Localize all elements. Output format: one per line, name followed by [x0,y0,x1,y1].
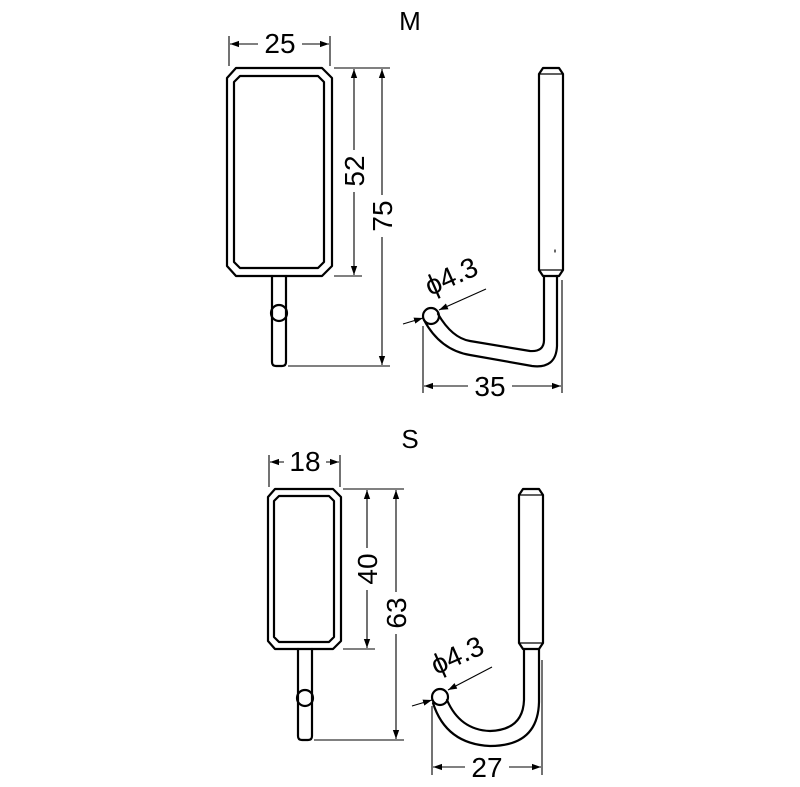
s-hook-curve [445,647,526,733]
s-hook-stem [296,647,314,742]
m-plate-outline [225,66,334,278]
size-m-group: M 25 52 [225,6,565,402]
m-side-plate [537,66,565,278]
s-total-height-dimension: 63 [314,488,412,741]
size-s-group: S 18 40 [266,424,545,783]
size-m-front-view [225,66,334,368]
s-plate-inner [272,494,336,644]
m-projection-value: 35 [474,371,505,402]
m-width-dimension: 25 [228,28,331,66]
m-width-value: 25 [264,28,295,59]
size-s-label: S [401,424,418,454]
s-width-value: 18 [289,446,320,477]
size-m-label: M [399,6,421,36]
m-inner-height-value: 52 [339,155,370,186]
size-m-side-view [421,66,565,368]
size-s-front-view [266,487,343,742]
m-hook-curve [436,274,546,353]
s-inner-height-value: 40 [352,553,383,584]
s-projection-dimension: 27 [431,660,543,783]
s-total-height-value: 63 [381,597,412,628]
m-projection-dimension: 35 [422,280,563,402]
size-s-side-view [430,487,545,748]
m-inner-height-dimension: 52 [334,67,370,277]
s-projection-value: 27 [471,752,502,783]
m-total-height-value: 75 [367,200,398,231]
s-hook-knob [295,688,315,708]
m-hook-knob [269,303,289,323]
m-plate-inner [232,74,326,270]
s-diameter-value: ϕ4.3 [426,630,488,681]
m-diameter-value: ϕ4.3 [420,251,482,302]
m-total-height-dimension: 75 [288,67,398,367]
s-inner-height-dimension: 40 [343,488,383,650]
s-diameter-callout: ϕ4.3 [411,630,493,707]
s-side-plate [517,487,545,651]
m-hook-tip [421,306,441,326]
s-hook-tip [430,687,450,707]
m-hook-stem [270,274,288,368]
s-plate-outline [266,487,343,651]
m-diameter-callout: ϕ4.3 [402,251,487,325]
s-width-dimension: 18 [268,446,341,487]
